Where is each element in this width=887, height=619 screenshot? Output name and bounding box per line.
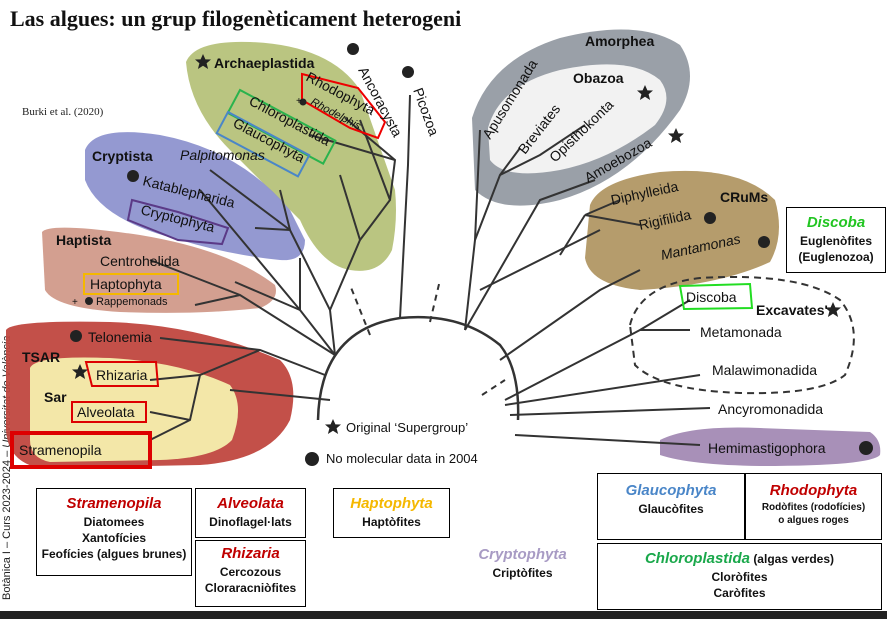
box-haptophyta: Haptophyta Haptòfites	[333, 488, 450, 538]
box-glaucophyta: Glaucophyta Glaucòfites	[597, 473, 745, 540]
taxon-haptophyta: Haptophyta	[90, 276, 162, 292]
box-line: Rodòfites (rodofícies)	[761, 502, 866, 513]
legend-dot-label: No molecular data in 2004	[326, 451, 478, 466]
bottom-bar	[0, 611, 887, 619]
box-alveolata-title: Alveolata	[217, 495, 284, 512]
crums-region	[585, 170, 779, 290]
taxon-rappemonads: Rappemonads	[96, 296, 168, 308]
box-line: Feofícies (algues brunes)	[41, 547, 187, 561]
dot-icon	[704, 212, 716, 224]
glaucophyta-outline	[215, 110, 311, 178]
box-line: Xantofícies	[81, 531, 147, 545]
taxon-discoba: Discoba	[686, 289, 737, 305]
box-cryptophyta: Cryptophyta Criptòfites	[450, 540, 595, 590]
dot-icon	[305, 452, 319, 466]
taxon-centrohelida: Centrohelida	[100, 253, 180, 269]
obazoa-region	[488, 64, 667, 174]
stramenopila-outline	[10, 431, 152, 469]
box-discoba-title: Discoba	[806, 214, 866, 231]
box-line: Haptòfites	[362, 515, 421, 529]
box-rhizaria-title: Rhizaria	[221, 545, 280, 562]
dot-icon	[127, 170, 139, 182]
page-title: Las algues: un grup filogenèticament het…	[10, 6, 462, 31]
star-icon	[325, 419, 341, 434]
group-cryptista: Cryptista	[92, 148, 153, 164]
star-icon	[668, 128, 684, 143]
haptista-region	[42, 227, 276, 313]
legend-star-label: Original ‘Supergroup’	[346, 420, 468, 435]
box-line: Cloròfites	[711, 570, 768, 584]
box-haptophyta-title: Haptophyta	[350, 495, 433, 512]
box-stramenopila-title: Stramenopila	[66, 495, 162, 512]
cryptista-region	[85, 132, 305, 261]
taxon-metamonada: Metamonada	[700, 324, 782, 340]
taxon-palpitomonas: Palpitomonas	[180, 147, 265, 163]
box-line: Criptòfites	[492, 566, 553, 580]
box-rhizaria: Rhizaria Cercozous Cloraracniòfites	[195, 540, 306, 607]
box-chloroplastida-title: Chloroplastida	[644, 550, 750, 567]
group-sar: Sar	[44, 389, 67, 405]
taxon-ancyromonadida: Ancyromonadida	[718, 401, 823, 417]
box-discoba: Discoba Euglenòfites (Euglenozoa)	[786, 207, 886, 273]
box-stramenopila: Stramenopila Diatomees Xantofícies Feofí…	[36, 488, 192, 576]
box-line: Glaucòfites	[638, 502, 704, 516]
group-crums: CRuMs	[720, 189, 768, 205]
group-amorphea: Amorphea	[585, 33, 654, 49]
archaeplastida-region	[186, 41, 396, 271]
box-chloroplastida-suffix: (algas verdes)	[753, 552, 835, 566]
hemimastigophora-region	[660, 427, 881, 466]
box-line: Cercozous	[219, 565, 282, 579]
discoba-outline	[678, 282, 754, 311]
taxon-stramenopila: Stramenopila	[19, 442, 102, 458]
box-rhodophyta-title: Rhodophyta	[769, 482, 858, 499]
box-line: Cloraracniòfites	[204, 581, 297, 595]
taxon-hemimastigophora: Hemimastigophora	[708, 440, 826, 456]
citation: Burki et al. (2020)	[22, 106, 104, 118]
group-obazoa: Obazoa	[573, 70, 624, 86]
box-alveolata: Alveolata Dinoflagel·lats	[195, 488, 306, 538]
haptophyta-outline	[83, 273, 179, 295]
phylogenetic-tree: Archaeplastida Cryptista Haptista TSAR S…	[6, 29, 881, 469]
plus-sign: +	[72, 297, 78, 308]
group-haptista: Haptista	[56, 232, 111, 248]
dot-icon	[347, 43, 359, 55]
box-line: Caròfites	[713, 586, 766, 600]
cryptophyta-outline	[126, 198, 230, 246]
box-line: Dinoflagel·lats	[209, 515, 292, 529]
group-archaeplastida: Archaeplastida	[214, 55, 315, 71]
box-line: Euglenòfites	[799, 234, 872, 248]
dot-icon	[758, 236, 770, 248]
taxon-malawimonadida: Malawimonadida	[712, 362, 817, 378]
dot-icon	[299, 98, 307, 106]
dot-icon	[402, 66, 414, 78]
group-excavates: Excavates'	[756, 302, 828, 318]
alveolata-outline	[71, 401, 147, 423]
box-line: (Euglenozoa)	[798, 250, 874, 264]
box-cryptophyta-title: Cryptophyta	[478, 546, 567, 563]
box-chloroplastida: Chloroplastida (algas verdes) Cloròfites…	[597, 543, 882, 610]
dot-icon	[859, 441, 873, 455]
taxon-telonemia: Telonemia	[88, 329, 152, 345]
group-tsar: TSAR	[22, 349, 60, 365]
root-arc	[316, 315, 520, 421]
taxon-picozoa: Picozoa	[410, 86, 442, 138]
sar-region	[30, 357, 239, 462]
box-glaucophyta-title: Glaucophyta	[625, 482, 717, 499]
taxon-rhizaria: Rhizaria	[96, 367, 148, 383]
side-label-text: Botànica I – Curs 2023-2024 –	[1, 447, 13, 600]
dot-icon	[85, 297, 93, 305]
taxon-alveolata: Alveolata	[77, 404, 135, 420]
box-chloroplastida-header: Chloroplastida (algas verdes)	[598, 550, 881, 567]
box-rhodophyta: Rhodophyta Rodòfites (rodofícies) o algu…	[745, 473, 882, 540]
excavates-region	[628, 275, 855, 395]
box-line: Diatomees	[83, 515, 145, 529]
box-line: o algues roges	[778, 515, 849, 526]
rhizaria-outline	[84, 361, 160, 387]
dot-icon	[70, 330, 82, 342]
plus-sign: +	[296, 96, 302, 107]
